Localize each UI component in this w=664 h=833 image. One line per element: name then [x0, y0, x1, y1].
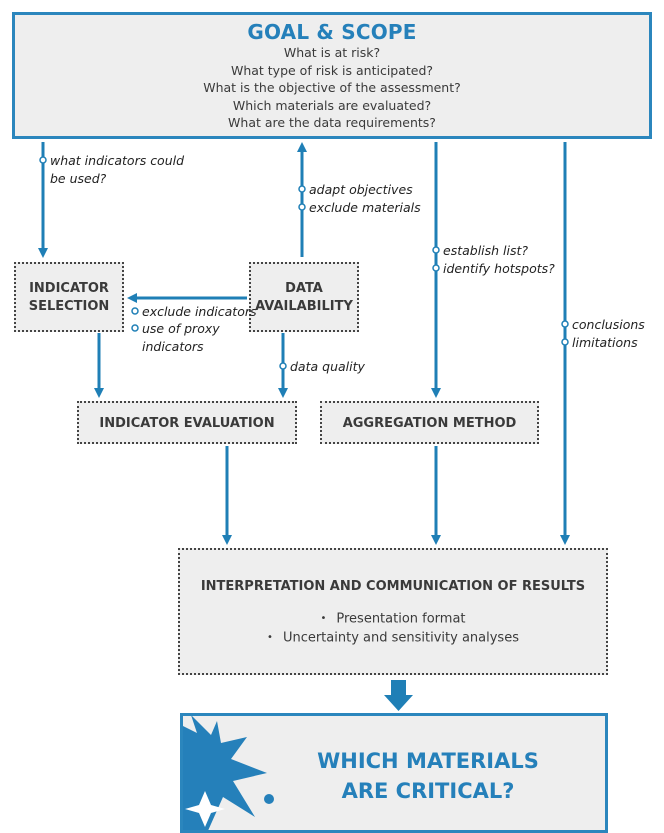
indicator-evaluation-box: INDICATOR EVALUATION	[77, 401, 297, 444]
label-establish-list: establish list?	[443, 243, 529, 258]
bullet-uncertainty: Uncertainty and sensitivity analyses	[282, 630, 519, 645]
bullet-item: •Uncertainty and sensitivity analyses	[267, 630, 519, 645]
data-availability-line1: DATA	[285, 281, 323, 296]
critical-line2: ARE CRITICAL?	[341, 779, 515, 803]
indicator-selection-box: INDICATOR SELECTION	[14, 262, 124, 332]
label-what-indicators-2: be used?	[50, 171, 107, 186]
label-use-proxy-1: use of proxy	[142, 321, 220, 336]
question-at-risk: What is at risk?	[283, 45, 381, 60]
label-dots	[39, 156, 569, 370]
interpretation-box: INTERPRETATION AND COMMUNICATION OF RESU…	[178, 548, 608, 675]
indicator-selection-line2: SELECTION	[28, 299, 110, 314]
question-data-requirements: What are the data requirements?	[228, 115, 436, 130]
aggregation-method-label: AGGREGATION METHOD	[342, 416, 517, 431]
label-conclusions: conclusions	[572, 317, 645, 332]
bullet-item: •Presentation format	[320, 611, 466, 627]
critical-materials-box: WHICH MATERIALS ARE CRITICAL?	[180, 713, 608, 833]
question-materials: Which materials are evaluated?	[232, 97, 432, 113]
splash-icon	[183, 716, 274, 830]
bullet-presentation-format: Presentation format	[336, 611, 466, 627]
label-identify-hotspots: identify hotspots?	[443, 261, 555, 276]
aggregation-method-box: AGGREGATION METHOD	[320, 401, 539, 444]
question-objective: What is the objective of the assessment?	[203, 80, 461, 95]
goal-scope-title: GOAL & SCOPE	[247, 20, 417, 44]
data-availability-line2: AVAILABILITY	[255, 299, 353, 314]
indicator-evaluation-label: INDICATOR EVALUATION	[99, 416, 275, 431]
arrow-interpretation-to-critical	[384, 680, 413, 711]
label-limitations: limitations	[572, 335, 638, 350]
question-risk-type: What type of risk is anticipated?	[230, 62, 434, 78]
label-adapt-objectives: adapt objectives	[309, 182, 413, 197]
interpretation-bullets: •Presentation format •Uncertainty and se…	[180, 610, 606, 647]
interpretation-title: INTERPRETATION AND COMMUNICATION OF RESU…	[200, 579, 586, 594]
label-exclude-materials: exclude materials	[309, 200, 421, 215]
indicator-selection-line1: INDICATOR	[29, 281, 109, 296]
label-what-indicators-1: what indicators could	[50, 153, 185, 168]
data-availability-box: DATA AVAILABILITY	[249, 262, 359, 332]
goal-scope-box: GOAL & SCOPE What is at risk? What type …	[12, 12, 652, 139]
label-use-proxy-2: indicators	[142, 339, 204, 354]
label-exclude-indicators: exclude indicators	[142, 304, 257, 319]
label-data-quality: data quality	[290, 359, 365, 374]
critical-line1: WHICH MATERIALS	[317, 749, 539, 773]
